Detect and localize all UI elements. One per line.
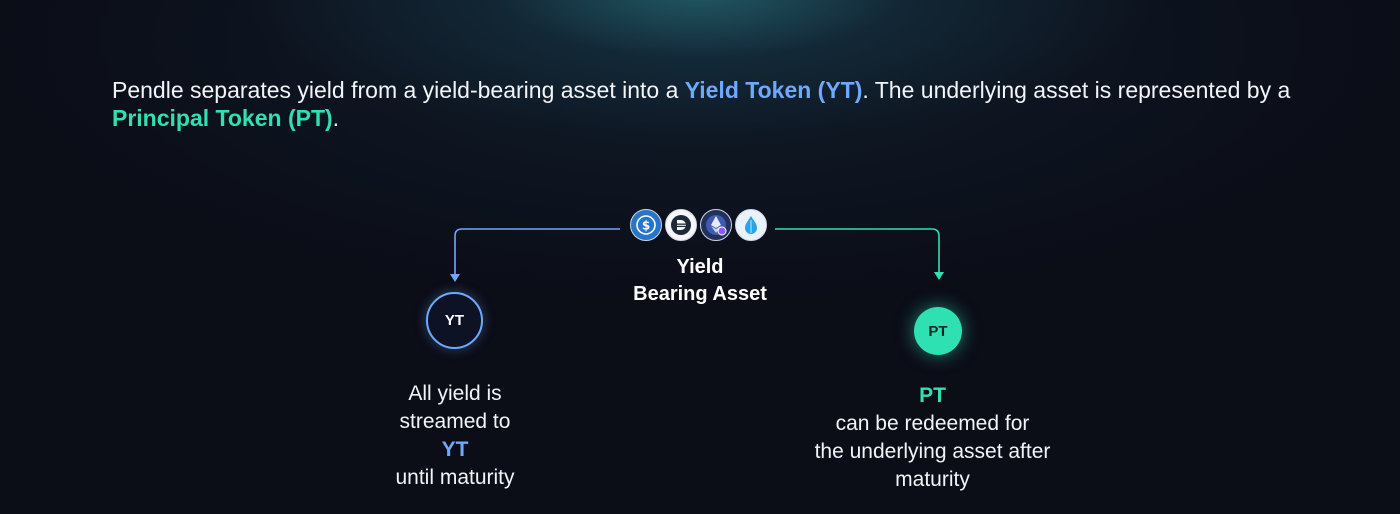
intro-text-2: . The underlying asset is represented by… (862, 77, 1291, 103)
staked-eth-icon (700, 209, 732, 241)
dai-icon (665, 209, 697, 241)
intro-paragraph: Pendle separates yield from a yield-bear… (112, 76, 1292, 132)
arrow-to-pt (775, 228, 940, 274)
pt-description: PT can be redeemed for the underlying as… (780, 382, 1085, 494)
arrow-head-pt (934, 272, 944, 280)
arrow-to-yt (454, 228, 620, 276)
yt-desc-line-1: All yield is (408, 382, 502, 405)
pt-desc-line-1-text: can be redeemed for (835, 412, 1030, 435)
center-label-line-1: Yield (676, 256, 724, 278)
yt-node-label: YT (444, 312, 465, 329)
liquid-drop-icon (735, 209, 767, 241)
yt-desc-line-2: streamed to YT (340, 408, 570, 464)
yt-desc-highlight: YT (441, 438, 469, 461)
center-label-line-2: Bearing Asset (633, 283, 767, 305)
pt-node: PT (914, 307, 962, 355)
yt-desc-line-2-text: streamed to (399, 410, 511, 433)
principal-token-term: Principal Token (PT) (112, 105, 333, 131)
yield-token-term: Yield Token (YT) (684, 77, 863, 103)
pt-desc-line-2: the underlying asset after (814, 440, 1051, 463)
yt-desc-line-3: until maturity (395, 466, 515, 489)
pt-desc-highlight: PT (919, 384, 946, 407)
pt-node-label: PT (928, 322, 948, 340)
usdc-icon: $ (630, 209, 662, 241)
arrow-head-yt (450, 274, 460, 282)
pt-desc-line-3: maturity (895, 468, 970, 491)
yt-description: All yield is streamed to YT until maturi… (340, 380, 570, 492)
pt-desc-line-1: PT can be redeemed for (780, 382, 1085, 438)
yield-bearing-asset-label: Yield Bearing Asset (600, 254, 800, 308)
intro-text-1: Pendle separates yield from a yield-bear… (112, 77, 685, 103)
intro-text-3: . (332, 105, 340, 131)
yt-node: YT (426, 292, 483, 349)
svg-text:$: $ (642, 219, 650, 233)
